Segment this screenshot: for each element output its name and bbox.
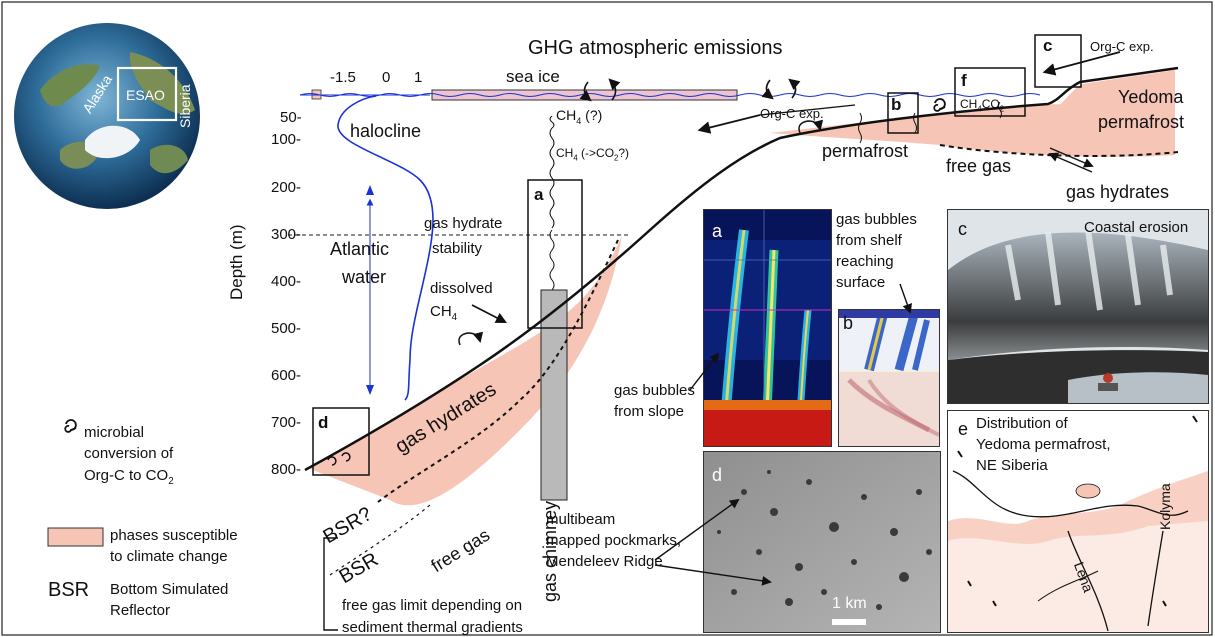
label-yedoma-permafrost: permafrost: [1098, 112, 1185, 132]
gas-bubbles-shelf-3: reaching: [836, 253, 894, 270]
box-letter-b: b: [891, 95, 902, 114]
label-gas-hydrates-shelf: gas hydrates: [1066, 182, 1170, 202]
title: GHG atmospheric emissions: [528, 37, 783, 59]
temp-tick: -1.5: [330, 69, 356, 86]
label-dissolved: dissolved: [430, 280, 493, 297]
label-atlantic: Atlantic: [330, 239, 390, 259]
legend-phases-2: to climate change: [110, 548, 228, 565]
dist-label-1: Distribution of: [976, 415, 1068, 432]
label-free-gas-limit-2: sediment thermal gradients: [342, 619, 523, 636]
temp-tick: 0: [382, 69, 391, 86]
y-tick: 600-: [271, 367, 302, 384]
multibeam-2: mapped pockmarks,: [546, 532, 682, 549]
box-c: [1034, 34, 1082, 88]
y-tick: 200-: [271, 179, 302, 196]
panel-letter-c: c: [958, 219, 967, 239]
y-axis-label: Depth (m): [227, 224, 246, 300]
legend-swatch: [47, 527, 104, 547]
multibeam-3: Mendeleev Ridge: [546, 553, 663, 570]
gas-bubbles-shelf-4: surface: [836, 274, 886, 291]
shelf-permafrost-area: [770, 104, 1175, 157]
panel-d-pockmarks: [703, 451, 941, 633]
legend-bsr-full-2: Reflector: [110, 602, 171, 619]
label-free-gas-shelf: free gas: [946, 156, 1012, 176]
gas-hydrate-area: [310, 235, 622, 506]
legend-microbial-3: Org-C to CO2: [84, 467, 174, 487]
legend-bsr-abbr: BSR: [48, 579, 90, 601]
gas-bubbles-shelf-1: gas bubbles: [836, 211, 917, 228]
box-b: [887, 92, 919, 134]
yedoma-permafrost-area: [1048, 70, 1175, 116]
gas-chimney-bar: [540, 289, 568, 501]
y-tick: 100-: [271, 131, 302, 148]
legend-microbial-2: conversion of: [84, 445, 174, 462]
dist-label-2: Yedoma permafrost,: [976, 436, 1111, 453]
label-sea-ice: sea ice: [506, 67, 560, 86]
legend-microbial-1: microbial: [84, 424, 145, 441]
globe-label-siberia: Siberia: [177, 84, 193, 128]
scale-label: 1 km: [832, 595, 867, 612]
globe-icon: [14, 23, 200, 209]
panel-letter-e: e: [958, 419, 969, 439]
label-dissolved-ch4: CH4: [430, 303, 458, 323]
label-ch4-co2: CH4 (->CO2?): [556, 146, 630, 163]
gas-bubbles-slope-1: gas bubbles: [614, 382, 695, 399]
panel-c-photo: [947, 209, 1209, 404]
label-permafrost: permafrost: [822, 141, 909, 161]
label-f-ch4-co2: CH4CO2: [960, 97, 1005, 114]
globe-label-esao: ESAO: [126, 87, 165, 103]
spiral-icon: [64, 419, 77, 433]
label-org-c-exp-top: Org-C exp.: [1090, 39, 1154, 54]
box-f: [954, 67, 1026, 117]
free-gas-limit-bracket: [323, 537, 338, 631]
panel-e-map: [947, 410, 1209, 633]
panel-a-echogram: [703, 209, 832, 447]
label-water: water: [342, 267, 387, 287]
y-tick: 300-: [271, 226, 302, 243]
label-halocline: halocline: [350, 121, 422, 141]
temp-tick: 1: [414, 69, 423, 86]
multibeam-1: multibeam: [546, 511, 616, 528]
seafloor-profile: [304, 66, 1179, 472]
y-tick: 50-: [280, 109, 302, 126]
box-letter-f: f: [961, 71, 967, 90]
box-letter-c: c: [1043, 36, 1053, 55]
label-stability: stability: [432, 240, 483, 257]
y-tick: 800-: [271, 461, 302, 478]
legend-bsr-full-1: Bottom Simulated: [110, 581, 229, 598]
box-d: [312, 407, 370, 476]
legend-phases-1: phases susceptible: [110, 527, 238, 544]
panel-letter-a: a: [712, 221, 723, 241]
y-tick: 700-: [271, 414, 302, 431]
gas-bubbles-shelf-2: from shelf: [836, 232, 902, 249]
dist-label-3: NE Siberia: [976, 457, 1048, 474]
panel-b-echogram: [838, 309, 940, 447]
box-letter-a: a: [534, 185, 544, 204]
box-letter-d: d: [318, 413, 329, 432]
coastal-erosion-label: Coastal erosion: [1084, 219, 1189, 236]
gas-bubbles-slope-2: from slope: [614, 403, 685, 420]
label-free-gas-limit-1: free gas limit depending on: [342, 597, 523, 614]
label-ch4-q: CH4 (?): [556, 107, 603, 126]
river-kolyma: Kolyma: [1157, 483, 1173, 530]
y-tick: 400-: [271, 273, 302, 290]
temperature-profile: [337, 95, 434, 401]
panel-letter-d: d: [712, 465, 723, 485]
label-yedoma: Yedoma: [1118, 87, 1184, 107]
label-org-c-exp-mid: Org-C exp.: [760, 106, 824, 121]
panel-letter-b: b: [843, 313, 854, 333]
label-gas-hydrate: gas hydrate: [424, 215, 503, 232]
box-a: [527, 179, 583, 329]
y-tick: 500-: [271, 320, 302, 337]
